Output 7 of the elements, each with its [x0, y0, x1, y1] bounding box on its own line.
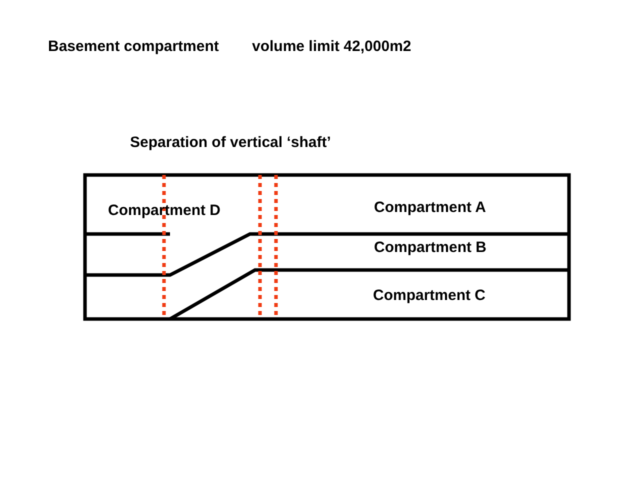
compartment-label: Compartment D: [108, 202, 221, 220]
compartment-label: Compartment C: [373, 287, 486, 305]
title: Basement compartment: [48, 38, 219, 56]
note: volume limit 42,000m2: [252, 38, 412, 56]
compartment-label: Compartment B: [374, 239, 487, 257]
compartment-label: Compartment A: [374, 199, 486, 217]
subtitle: Separation of vertical ‘shaft’: [130, 134, 331, 152]
